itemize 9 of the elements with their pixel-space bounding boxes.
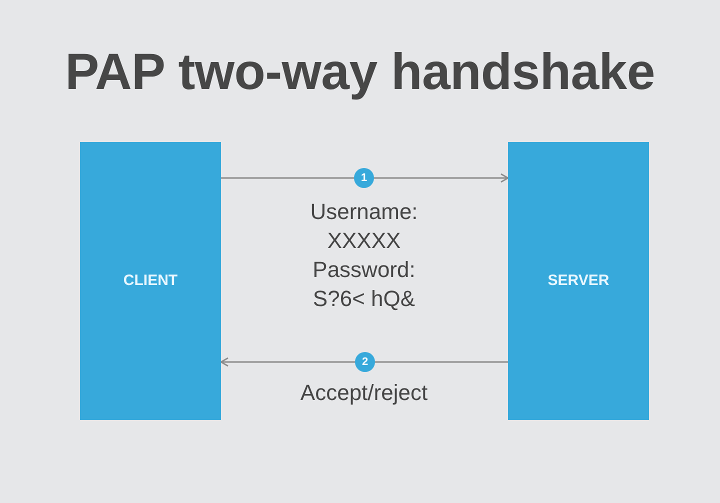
title: PAP two-way handshake bbox=[65, 43, 655, 101]
arrow bbox=[221, 173, 509, 183]
node-label: CLIENT bbox=[123, 272, 178, 290]
entity-box bbox=[508, 142, 649, 420]
entity-box bbox=[80, 142, 221, 420]
callout-number: 2 bbox=[355, 352, 375, 372]
arrow bbox=[220, 357, 508, 367]
node-label: SERVER bbox=[548, 272, 610, 290]
callout-number: 1 bbox=[354, 168, 374, 188]
